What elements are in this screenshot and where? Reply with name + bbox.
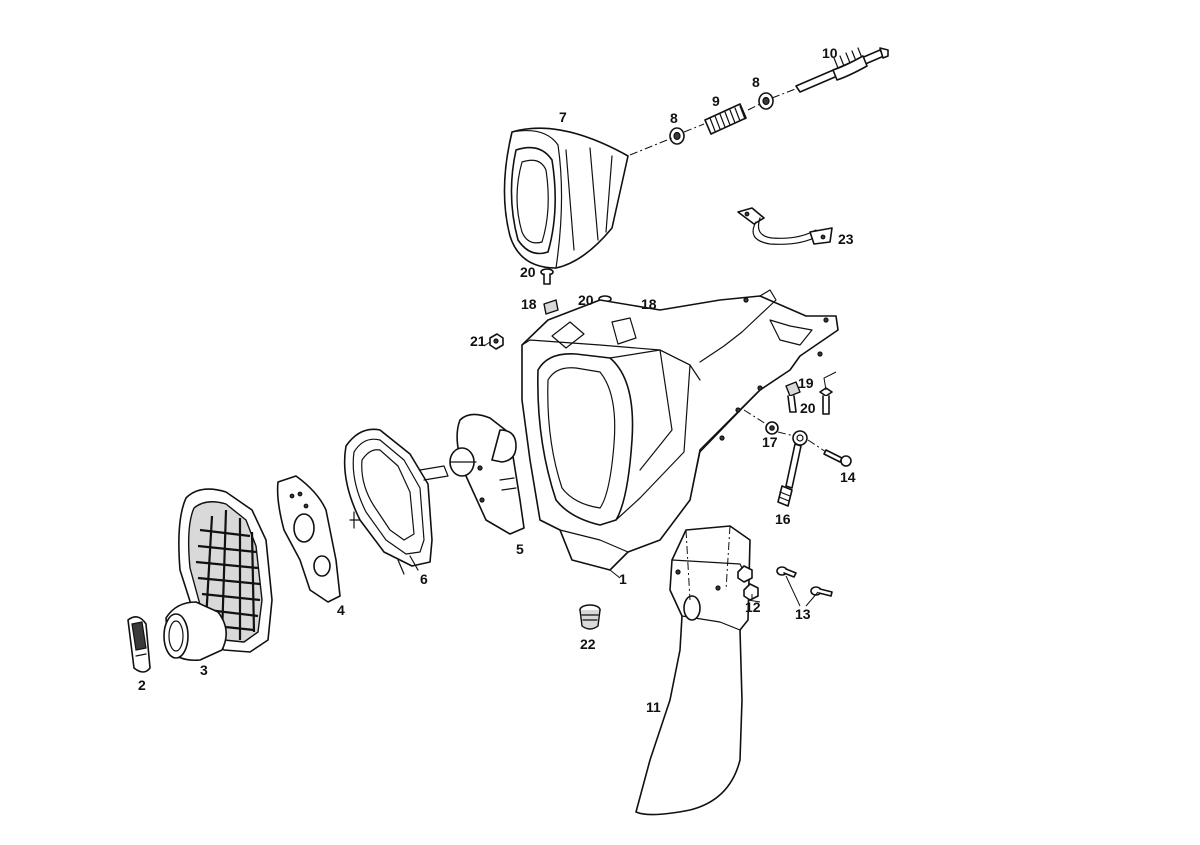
part-16-drain-tube xyxy=(777,430,808,507)
callout-label-21: 21 xyxy=(470,333,486,349)
part-17-nut xyxy=(765,421,779,435)
part-4-element-plate xyxy=(276,475,341,603)
part-21-nut xyxy=(489,333,504,350)
callout-label-1: 1 xyxy=(619,571,627,587)
callout-label-20-middle: 20 xyxy=(578,292,594,308)
callout-label-14: 14 xyxy=(840,469,856,485)
part-19-clip xyxy=(785,381,801,413)
callout-label-13: 13 xyxy=(795,606,811,622)
part-3-filter-element xyxy=(163,488,273,662)
part-18-clip-left xyxy=(543,299,559,315)
part-2-ring xyxy=(127,616,151,673)
callout-label-20-upper: 20 xyxy=(520,264,536,280)
callout-label-4: 4 xyxy=(337,602,345,618)
callout-label-10: 10 xyxy=(822,45,838,61)
part-10-bolt xyxy=(795,47,889,93)
part-13-screws xyxy=(776,566,833,597)
part-8-washer-right xyxy=(758,92,774,110)
assembly-axis-right xyxy=(743,409,827,453)
callout-label-16: 16 xyxy=(775,511,791,527)
callout-label-9: 9 xyxy=(712,93,720,109)
callout-labels: 10 8 9 8 7 23 20 18 20 18 21 19 20 17 14… xyxy=(138,45,856,715)
leader-lines xyxy=(483,341,837,607)
part-5-filter-plate xyxy=(449,413,525,535)
part-14-bolt xyxy=(823,449,852,467)
part-20-screw-right xyxy=(819,387,833,415)
callout-label-23: 23 xyxy=(838,231,854,247)
callout-label-19: 19 xyxy=(798,375,814,391)
callout-label-6: 6 xyxy=(420,571,428,587)
callout-label-3: 3 xyxy=(200,662,208,678)
part-12-nuts xyxy=(737,565,759,601)
callout-label-12: 12 xyxy=(745,599,761,615)
part-23-bracket xyxy=(737,207,833,245)
part-7-filter-cover xyxy=(503,127,629,269)
part-6-filter-frame xyxy=(343,428,449,575)
callout-label-11: 11 xyxy=(646,699,661,715)
assembly-axis-top xyxy=(629,87,799,156)
callout-label-5: 5 xyxy=(516,541,524,557)
part-9-spring xyxy=(704,103,747,135)
callout-label-18-left: 18 xyxy=(521,296,537,312)
part-11-splash-guard xyxy=(635,525,751,816)
callout-label-8-left: 8 xyxy=(670,110,678,126)
part-20-screw-upper xyxy=(540,268,554,285)
callout-label-20-right: 20 xyxy=(800,400,816,416)
part-22-drain-plug xyxy=(579,604,601,630)
callout-label-2: 2 xyxy=(138,677,146,693)
part-1-air-box xyxy=(521,289,839,571)
part-8-washer-left xyxy=(669,127,685,145)
callout-label-22: 22 xyxy=(580,636,596,652)
callout-label-17: 17 xyxy=(762,434,778,450)
callout-label-18-right: 18 xyxy=(641,296,657,312)
callout-label-7: 7 xyxy=(559,109,567,125)
callout-label-8-right: 8 xyxy=(752,74,760,90)
